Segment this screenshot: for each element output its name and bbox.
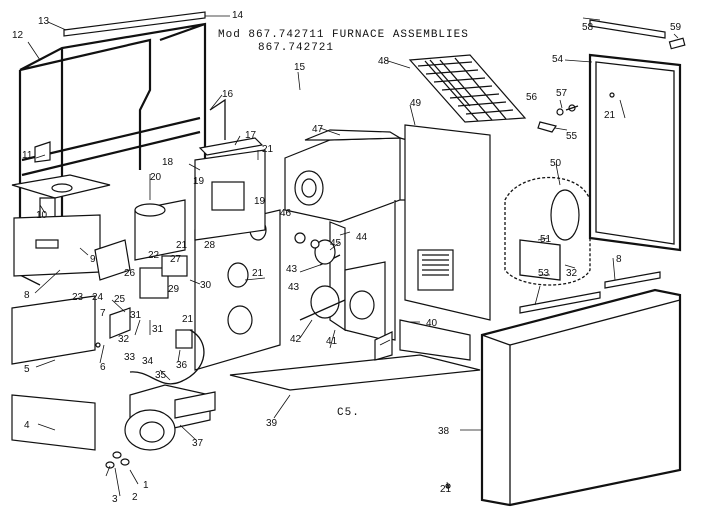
callout-part-49: 49 bbox=[410, 98, 422, 109]
callout-part-15: 15 bbox=[294, 62, 306, 73]
callout-part-31: 31 bbox=[130, 310, 142, 321]
callout-part-7: 7 bbox=[100, 308, 106, 319]
callout-part-6: 6 bbox=[100, 362, 106, 373]
panel-part-4 bbox=[11, 394, 96, 451]
burner-assembly bbox=[299, 239, 393, 361]
callout-part-26: 26 bbox=[124, 268, 136, 279]
callout-part-32: 32 bbox=[118, 334, 130, 345]
callout-part-32b: 32 bbox=[566, 268, 578, 279]
callout-part-21f: 21 bbox=[182, 314, 194, 325]
callout-part-8: 8 bbox=[24, 290, 30, 301]
callout-part-58: 58 bbox=[582, 22, 594, 33]
callout-part-40: 40 bbox=[426, 318, 438, 329]
callout-part-35: 35 bbox=[155, 370, 167, 381]
part-callouts: 1 2 3 4 5 6 7 8 8 9 10 11 12 13 14 15 16… bbox=[12, 10, 682, 505]
callout-part-59: 59 bbox=[670, 22, 682, 33]
callout-part-1: 1 bbox=[143, 480, 149, 491]
callout-part-3: 3 bbox=[112, 494, 118, 505]
callout-part-5: 5 bbox=[24, 364, 30, 375]
callout-part-10: 10 bbox=[36, 210, 48, 221]
callout-part-53: 53 bbox=[538, 268, 550, 279]
callout-part-8b: 8 bbox=[616, 254, 622, 265]
callout-part-24: 24 bbox=[92, 292, 104, 303]
leader-lines bbox=[27, 15, 679, 497]
hardware-parts bbox=[95, 92, 615, 489]
base-pan bbox=[229, 319, 481, 391]
left-components bbox=[11, 141, 131, 451]
filter-grille bbox=[408, 54, 527, 123]
top-rail-part-13 bbox=[63, 11, 206, 37]
callout-part-21d: 21 bbox=[604, 110, 616, 121]
callout-part-21b: 21 bbox=[176, 240, 188, 251]
panel-part-5 bbox=[11, 295, 96, 365]
callout-part-9: 9 bbox=[90, 254, 96, 265]
access-door-right bbox=[588, 53, 682, 252]
callout-part-16: 16 bbox=[222, 89, 234, 100]
callout-part-31b: 31 bbox=[152, 324, 164, 335]
front-panel bbox=[480, 288, 682, 507]
callout-part-14: 14 bbox=[232, 10, 244, 21]
callout-part-11: 11 bbox=[22, 150, 33, 161]
diagram-title-line1: Mod 867.742711 FURNACE ASSEMBLIES bbox=[218, 29, 469, 41]
callout-part-42: 42 bbox=[290, 334, 302, 345]
callout-part-43: 43 bbox=[286, 264, 298, 275]
diagram-stamp: C5. bbox=[337, 407, 360, 419]
callout-part-27: 27 bbox=[170, 254, 182, 265]
callout-part-44: 44 bbox=[356, 232, 368, 243]
callout-part-45: 45 bbox=[330, 238, 342, 249]
callout-part-54: 54 bbox=[552, 54, 564, 65]
callout-part-34: 34 bbox=[142, 356, 154, 367]
callout-part-25: 25 bbox=[114, 294, 126, 305]
callout-part-29: 29 bbox=[168, 284, 180, 295]
callout-part-38: 38 bbox=[438, 426, 450, 437]
callout-part-33: 33 bbox=[124, 352, 136, 363]
callout-part-19: 19 bbox=[193, 176, 205, 187]
callout-part-22: 22 bbox=[148, 250, 160, 261]
callout-part-46: 46 bbox=[280, 208, 292, 219]
callout-part-50: 50 bbox=[550, 158, 562, 169]
side-rails bbox=[519, 19, 686, 314]
controls-assembly bbox=[109, 199, 205, 385]
callout-part-39: 39 bbox=[266, 418, 278, 429]
callout-part-48: 48 bbox=[378, 56, 390, 67]
blower-housing bbox=[504, 176, 591, 286]
callout-part-21e: 21 bbox=[440, 484, 452, 495]
callout-part-51: 51 bbox=[540, 234, 552, 245]
callout-part-20: 20 bbox=[150, 172, 162, 183]
callout-part-13: 13 bbox=[38, 16, 50, 27]
callout-part-37: 37 bbox=[192, 438, 204, 449]
callout-part-19b: 19 bbox=[254, 196, 266, 207]
callout-part-56: 56 bbox=[526, 92, 538, 103]
diagram-title-line2: 867.742721 bbox=[258, 42, 335, 54]
back-panel bbox=[404, 124, 491, 321]
callout-part-55: 55 bbox=[566, 131, 578, 142]
callout-part-28: 28 bbox=[204, 240, 216, 251]
callout-part-30: 30 bbox=[200, 280, 212, 291]
callout-part-23: 23 bbox=[72, 292, 84, 303]
callout-part-41: 41 bbox=[326, 336, 338, 347]
callout-part-12: 12 bbox=[12, 30, 24, 41]
callout-part-4: 4 bbox=[24, 420, 30, 431]
callout-part-18: 18 bbox=[162, 157, 174, 168]
callout-part-57: 57 bbox=[556, 88, 568, 99]
callout-part-43b: 43 bbox=[288, 282, 300, 293]
callout-part-21a: 21 bbox=[262, 144, 274, 155]
callout-part-47: 47 bbox=[312, 124, 324, 135]
vestibule-panel bbox=[194, 137, 281, 371]
callout-part-36: 36 bbox=[176, 360, 188, 371]
callout-part-17: 17 bbox=[245, 130, 257, 141]
callout-part-21c: 21 bbox=[252, 268, 264, 279]
oil-burner bbox=[105, 384, 216, 469]
callout-part-2: 2 bbox=[132, 492, 138, 503]
